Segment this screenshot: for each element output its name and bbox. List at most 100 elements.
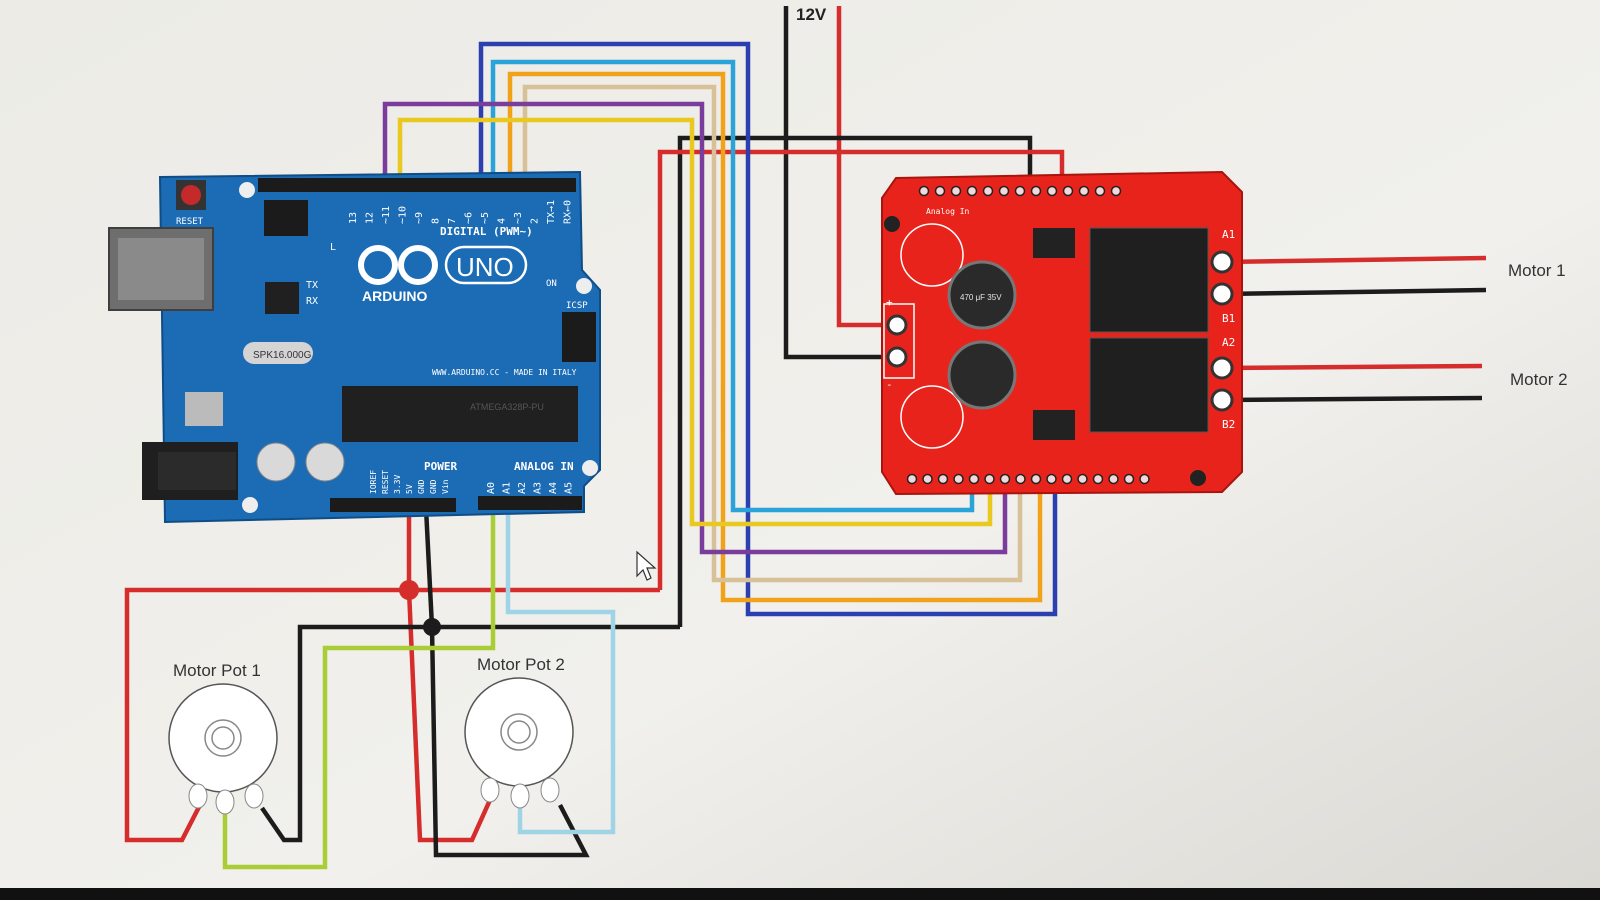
pin-label: A3 xyxy=(533,482,544,494)
wire-orange xyxy=(507,71,1043,603)
uno-label: UNO xyxy=(456,252,514,282)
header-pad xyxy=(1030,473,1042,485)
regulator-top xyxy=(1033,228,1075,258)
reset-button-cap[interactable] xyxy=(181,185,201,205)
pin-label: RESET xyxy=(381,470,390,494)
arduino-logo-left xyxy=(358,245,398,285)
junction-red xyxy=(399,580,419,600)
pin-label: 7 xyxy=(447,218,458,224)
capacitor xyxy=(256,442,296,482)
header-pad xyxy=(953,473,964,485)
terminal-a2 xyxy=(1210,356,1234,380)
l-label: L xyxy=(330,242,336,253)
header-pad xyxy=(1061,473,1073,485)
crystal xyxy=(243,342,313,364)
terminal-b1-label: B1 xyxy=(1222,312,1235,325)
header-pad xyxy=(1015,473,1026,485)
terminal-a1-label: A1 xyxy=(1222,228,1235,241)
pin-label: 8 xyxy=(431,218,442,224)
mount-hole xyxy=(242,497,258,513)
header-pad xyxy=(1077,473,1088,485)
capacitor xyxy=(305,442,345,482)
header-pad xyxy=(998,185,1010,197)
pin-label: GND xyxy=(417,479,426,494)
header-pad xyxy=(966,185,978,197)
pot1-leg-mid xyxy=(215,789,235,815)
usb-controller-chip xyxy=(265,282,299,314)
wire-dark-blue xyxy=(478,41,1058,617)
header-pad xyxy=(906,473,918,485)
motor-driver-chip-1 xyxy=(1089,227,1209,333)
pin-label: ~3 xyxy=(513,212,524,224)
wire-yellow xyxy=(397,117,993,527)
pot2-body xyxy=(464,677,574,787)
power-header xyxy=(330,498,456,512)
wire-12v-black xyxy=(783,6,895,360)
pin-label: A5 xyxy=(564,482,575,494)
header-pad xyxy=(982,185,994,197)
atmega-chip xyxy=(342,386,578,442)
arduino-brand: ARDUINO xyxy=(362,288,427,304)
wire-pot1-lime xyxy=(222,508,496,870)
pin-label: 3.3V xyxy=(393,475,402,494)
wire-purple xyxy=(382,101,1008,555)
power-minus-label: - xyxy=(886,378,893,391)
header-pad xyxy=(918,185,930,197)
driver-pcb xyxy=(881,170,1243,496)
header-pad xyxy=(1110,185,1122,197)
usb-jack-inner xyxy=(118,238,204,300)
junction-black xyxy=(423,618,441,636)
terminal-a1 xyxy=(1210,250,1234,274)
driver-bottom-pads xyxy=(906,473,1150,485)
header-pad xyxy=(1046,473,1057,485)
wire-12v-red xyxy=(836,6,895,328)
power-plus-label: + xyxy=(886,296,893,309)
arduino-logo-right xyxy=(398,245,438,285)
arduino-uno-board: SPK16.000G UNO ARDUINO DIGITAL (PWM~) PO… xyxy=(108,170,601,524)
pot1-leg-left xyxy=(188,783,208,809)
pin-label: ~9 xyxy=(414,212,425,224)
pin-label: A0 xyxy=(486,482,497,494)
reset-label: RESET xyxy=(176,217,204,227)
header-pad xyxy=(950,185,962,197)
analog-in-label: Analog In xyxy=(926,207,970,216)
silk-circle xyxy=(900,385,964,449)
screen-bezel xyxy=(0,888,1600,900)
header-pad xyxy=(1030,185,1042,197)
pin-label: A2 xyxy=(517,482,528,494)
capacitor-2 xyxy=(947,340,1017,410)
driver-mount-hole xyxy=(1190,470,1206,486)
pin-label: ~11 xyxy=(381,206,392,224)
pin-label: TX→1 xyxy=(546,200,557,224)
pin-label: GND xyxy=(429,479,438,494)
supply-label: 12V xyxy=(796,5,827,24)
pot2-ring xyxy=(500,713,538,751)
motor-pot-1 xyxy=(168,683,278,815)
chip-label: ATMEGA328P-PU xyxy=(470,402,544,412)
mount-hole xyxy=(239,182,255,198)
header-pad xyxy=(1094,185,1106,197)
pin-label: 5V xyxy=(405,484,414,494)
terminal-a2-label: A2 xyxy=(1222,336,1235,349)
header-pad xyxy=(1139,473,1150,485)
pot2-leg-right xyxy=(540,777,560,803)
motor-driver-chip-2 xyxy=(1089,337,1209,433)
wire-pot2-red xyxy=(406,589,493,843)
header-pad xyxy=(1014,185,1026,197)
wire-motor1-red xyxy=(1221,255,1487,265)
terminal-b2-label: B2 xyxy=(1222,418,1235,431)
wire-vcc-to-driver xyxy=(657,149,1065,590)
wires xyxy=(124,6,1487,870)
pin-label: IOREF xyxy=(369,470,378,494)
wire-light-blue xyxy=(490,59,975,513)
power-terminal-plus xyxy=(886,314,908,336)
mount-hole xyxy=(576,278,592,294)
pin-label: 13 xyxy=(348,212,359,224)
wire-pot-gnd-black xyxy=(423,507,435,628)
mount-hole xyxy=(582,460,598,476)
header-pad xyxy=(984,473,995,485)
regulator-bottom xyxy=(1033,410,1075,440)
header-pad xyxy=(922,473,933,485)
motor1-label: Motor 1 xyxy=(1508,261,1566,280)
